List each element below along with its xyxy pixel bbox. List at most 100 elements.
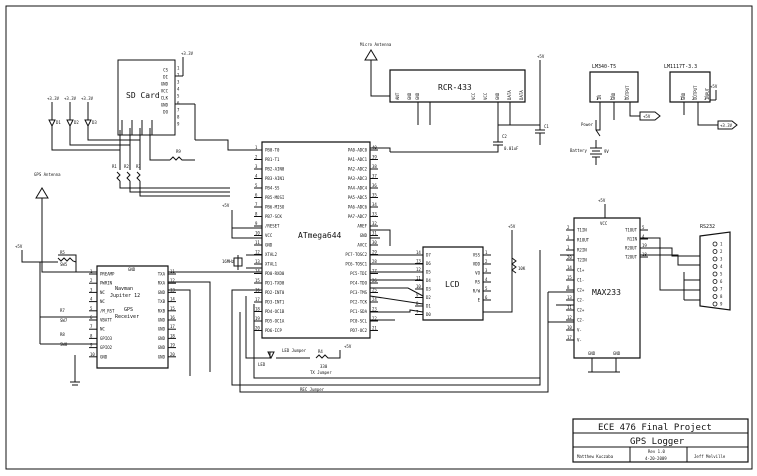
- rcr433-pin: ANT: [395, 92, 400, 100]
- pot-label: 10K: [518, 266, 526, 271]
- svg-text:D6: D6: [426, 261, 431, 266]
- svg-text:35: 35: [372, 193, 377, 198]
- svg-text:R2OUT: R2OUT: [625, 246, 638, 251]
- pwr-label: +5V: [508, 224, 516, 229]
- svg-text:2: 2: [485, 259, 488, 264]
- mcu-lcd-bus: [195, 139, 424, 321]
- svg-text:12: 12: [567, 315, 572, 320]
- svg-text:17: 17: [255, 297, 260, 302]
- svg-text:T1OUT: T1OUT: [625, 228, 638, 233]
- svg-text:12: 12: [255, 250, 260, 255]
- lcd-label: LCD: [445, 280, 460, 289]
- rcr433-label: RCR-433: [438, 83, 472, 92]
- svg-text:/RESET: /RESET: [265, 224, 280, 229]
- svg-text:12: 12: [170, 278, 175, 283]
- svg-text:4: 4: [642, 234, 645, 239]
- svg-text:VO: VO: [475, 271, 480, 276]
- svg-text:PD3-INT1: PD3-INT1: [265, 300, 285, 305]
- res-label: SW5: [60, 262, 68, 267]
- svg-text:PD2-INT0: PD2-INT0: [265, 290, 285, 295]
- battery: Power Battery 9V: [570, 120, 609, 165]
- svg-text:31: 31: [372, 231, 377, 236]
- svg-text:XTAL2: XTAL2: [265, 252, 278, 257]
- svg-text:RS: RS: [475, 280, 480, 285]
- svg-text:14: 14: [416, 250, 421, 255]
- gps-antenna: GPS Antenna: [34, 172, 97, 273]
- svg-text:TXB: TXB: [158, 299, 166, 304]
- svg-text:3: 3: [704, 96, 707, 101]
- svg-text:1: 1: [485, 250, 488, 255]
- project-title: ECE 476 Final Project: [598, 423, 712, 433]
- svg-text:13: 13: [567, 295, 572, 300]
- svg-text:D7: D7: [426, 253, 431, 258]
- antenna-label: GPS Antenna: [34, 172, 61, 177]
- rcr433-pin: VCC: [471, 92, 476, 100]
- svg-text:PC7-TOSC2: PC7-TOSC2: [345, 252, 367, 257]
- svg-text:R1IN: R1IN: [627, 237, 637, 242]
- svg-text:5: 5: [90, 306, 93, 311]
- svg-text:18: 18: [255, 307, 260, 312]
- svg-text:38: 38: [372, 164, 377, 169]
- svg-text:GND: GND: [158, 327, 166, 332]
- svg-text:GND: GND: [360, 233, 368, 238]
- switch-label: Power: [581, 122, 594, 127]
- sd-card-label: SD Card: [126, 91, 160, 100]
- svg-text:R2IN: R2IN: [577, 248, 587, 253]
- svg-text:3: 3: [177, 80, 180, 85]
- svg-text:PA6-ADC6: PA6-ADC6: [348, 205, 368, 210]
- svg-text:8: 8: [567, 285, 570, 290]
- svg-text:GND: GND: [415, 92, 420, 100]
- svg-text:12: 12: [416, 267, 421, 272]
- pwr-label: +3.3V: [81, 96, 94, 101]
- pwr-label: +5V: [15, 244, 23, 249]
- svg-text:NC: NC: [100, 290, 105, 295]
- lm340-pin: IN1: [596, 95, 602, 101]
- svg-text:PD0-RXD0: PD0-RXD0: [265, 271, 285, 276]
- lcd-right-pin: 6E: [478, 295, 491, 303]
- micro-antenna: Micro Antenna: [360, 42, 398, 97]
- svg-text:28: 28: [372, 259, 377, 264]
- res-label: R4: [318, 349, 323, 354]
- led-label: D3: [92, 120, 97, 125]
- svg-text:5: 5: [485, 286, 488, 291]
- author-1: Matthew Kuczaba: [577, 454, 614, 459]
- svg-text:PB1-T1: PB1-T1: [265, 157, 280, 162]
- rs232-label: RS232: [700, 224, 715, 230]
- svg-text:GND: GND: [158, 318, 166, 323]
- gps-left-pin: 5/M_RST: [89, 306, 115, 313]
- max-bottom-pin: GND: [588, 351, 596, 356]
- rs232-pin: 9: [712, 302, 723, 307]
- svg-text:VBATT: VBATT: [100, 318, 113, 323]
- svg-text:19: 19: [642, 243, 647, 248]
- sheet-border: [5, 5, 753, 470]
- svg-text:V-: V-: [577, 338, 582, 343]
- svg-text:6: 6: [177, 101, 180, 106]
- pwr-label: +3.3V: [47, 96, 60, 101]
- svg-text:PA1-ADC1: PA1-ADC1: [348, 157, 368, 162]
- date: 4-20-2009: [645, 456, 667, 461]
- svg-text:PA2-ADC2: PA2-ADC2: [348, 167, 368, 172]
- svg-text:2: 2: [720, 249, 723, 254]
- svg-text:D0: D0: [426, 312, 431, 317]
